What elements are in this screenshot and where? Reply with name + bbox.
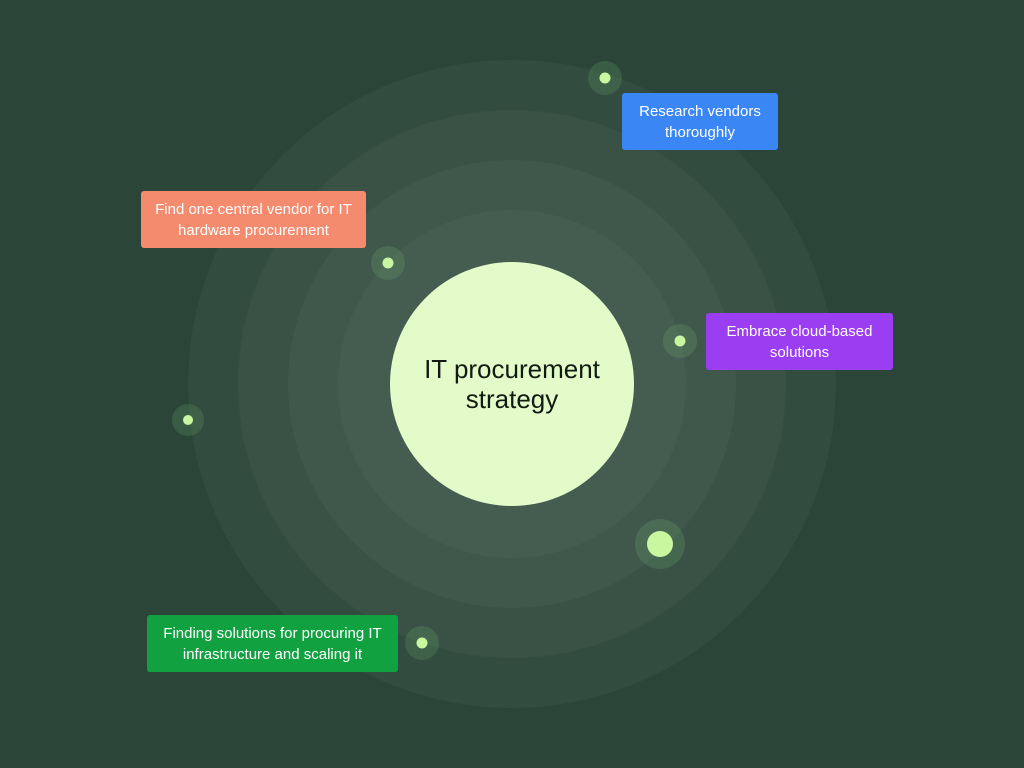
node-central-vendor-label: Find one central vendor for IT hardware … — [155, 200, 352, 239]
node-infrastructure: Finding solutions for procuring IT infra… — [147, 615, 398, 672]
orbit-dot-upper-left — [382, 257, 394, 269]
node-cloud-solutions-label: Embrace cloud-based solutions — [726, 322, 873, 361]
node-cloud-solutions: Embrace cloud-based solutions — [706, 313, 893, 370]
node-research-vendors-label: Research vendors thoroughly — [639, 102, 761, 141]
orbit-dot-left — [183, 415, 193, 425]
orbit-dot-lower-right — [647, 531, 673, 557]
orbit-dot-top — [599, 72, 611, 84]
node-research-vendors: Research vendors thoroughly — [622, 93, 778, 150]
orbit-dot-bottom — [416, 637, 428, 649]
node-central-vendor: Find one central vendor for IT hardware … — [141, 191, 366, 248]
center-node: IT procurement strategy — [390, 262, 634, 506]
orbit-dot-right — [674, 335, 686, 347]
center-node-label: IT procurement strategy — [424, 354, 600, 414]
node-infrastructure-label: Finding solutions for procuring IT infra… — [163, 624, 382, 663]
